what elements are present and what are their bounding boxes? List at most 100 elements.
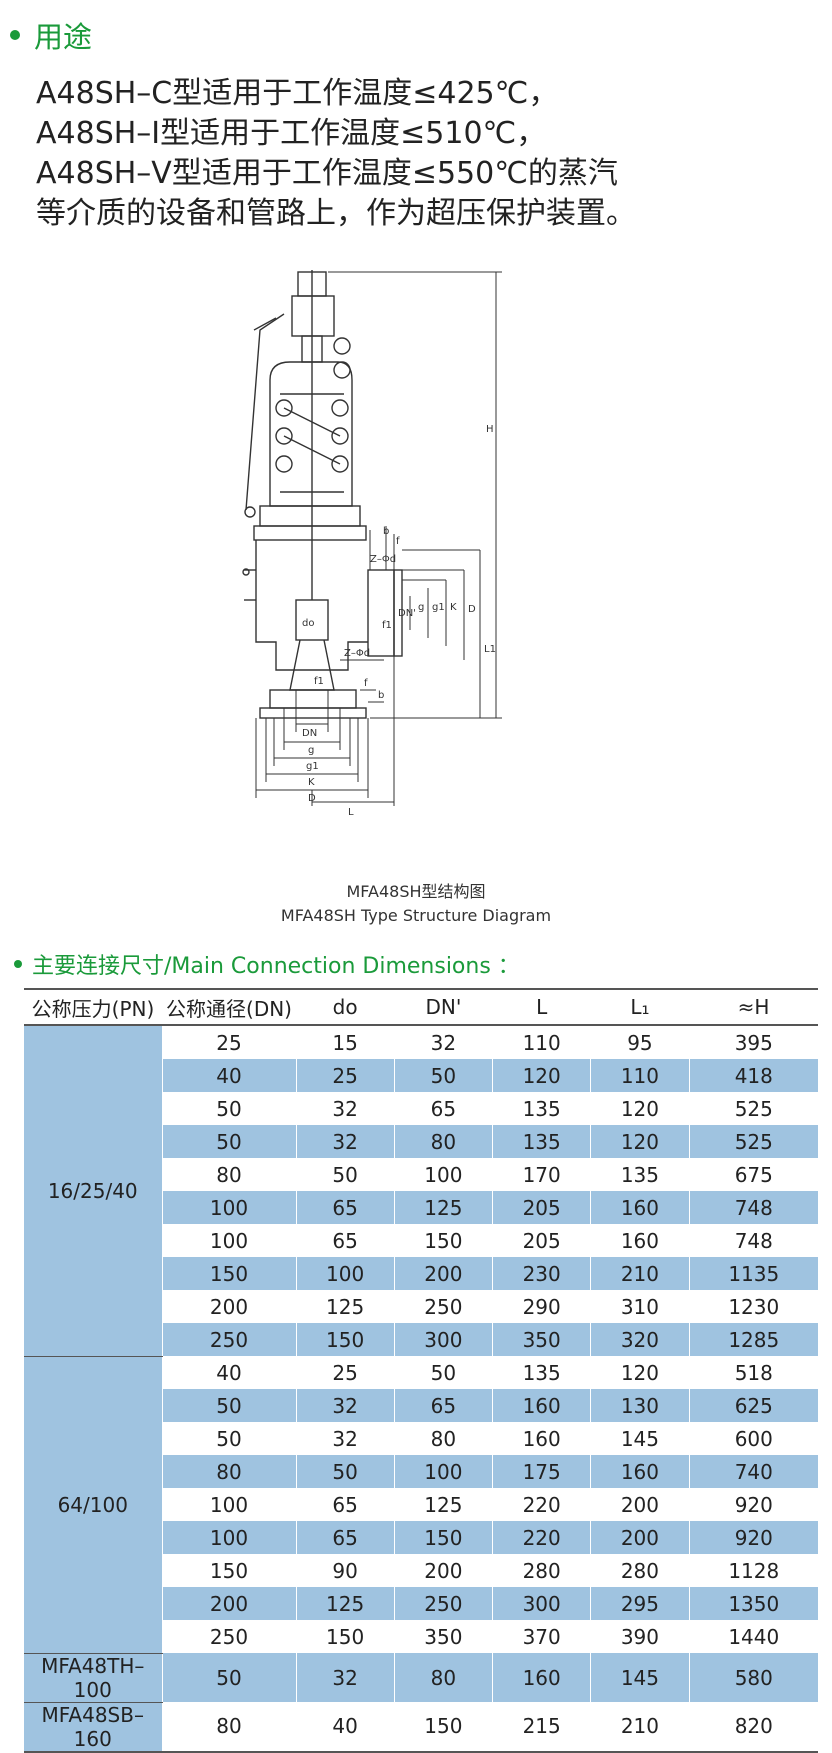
table-cell: 150: [295, 1620, 395, 1653]
table-cell: 95: [590, 1025, 690, 1059]
table-cell: 395: [688, 1025, 818, 1059]
table-cell: 32: [295, 1422, 395, 1455]
dim-label-g-right: g: [418, 602, 424, 613]
table-cell: 110: [492, 1025, 591, 1059]
table-cell: 80: [161, 1702, 296, 1753]
table-cell: 820: [688, 1702, 818, 1753]
pressure-group-cell: 64/100: [24, 1356, 162, 1654]
table-cell: 160: [492, 1389, 591, 1422]
table-cell: 290: [492, 1290, 591, 1323]
table-cell: 525: [688, 1092, 818, 1125]
table-cell: 210: [590, 1257, 690, 1290]
table-cell: 50: [295, 1158, 395, 1191]
table-cell: 200: [393, 1554, 493, 1587]
table-cell: 40: [295, 1702, 395, 1753]
bullet-icon: [10, 30, 20, 40]
col-header-l: L: [492, 988, 591, 1026]
table-cell: 100: [161, 1521, 296, 1554]
usage-title: 用途: [34, 20, 93, 54]
table-cell: 150: [393, 1224, 493, 1257]
dim-label-l1: L1: [484, 644, 496, 655]
diagram-caption: MFA48SH型结构图 MFA48SH Type Structure Diagr…: [0, 880, 832, 928]
table-cell: 350: [393, 1620, 493, 1653]
usage-line: A48SH–C型适用于工作温度≤425℃，: [36, 76, 559, 111]
table-cell: 125: [295, 1290, 395, 1323]
table-cell: 100: [393, 1158, 493, 1191]
table-cell: 200: [590, 1488, 690, 1521]
valve-structure-diagram: H L1 D K g g1 DN' f1 b f Z–Φd do Z–Φd f1…: [242, 270, 502, 818]
dim-label-zd-top: Z–Φd: [370, 554, 396, 565]
table-cell: 200: [161, 1290, 296, 1323]
table-cell: 580: [688, 1653, 818, 1702]
table-cell: 748: [688, 1191, 818, 1224]
col-header-pn: 公称压力(PN): [24, 988, 162, 1026]
table-cell: 350: [492, 1323, 591, 1356]
dim-label-zd-bottom: Z–Φd: [344, 648, 370, 659]
table-cell: 740: [688, 1455, 818, 1488]
table-cell: 120: [590, 1356, 690, 1389]
table-cell: 100: [161, 1488, 296, 1521]
table-cell: 50: [161, 1653, 296, 1702]
table-cell: 125: [295, 1587, 395, 1620]
table-cell: 125: [393, 1488, 493, 1521]
table-cell: 1350: [688, 1587, 818, 1620]
table-cell: 280: [590, 1554, 690, 1587]
dimensions-heading: 主要连接尺寸/Main Connection Dimensions ：: [14, 948, 520, 980]
table-cell: 1128: [688, 1554, 818, 1587]
table-cell: 160: [590, 1224, 690, 1257]
table-cell: 250: [393, 1290, 493, 1323]
table-cell: 120: [590, 1125, 690, 1158]
table-cell: 418: [688, 1059, 818, 1092]
table-cell: 220: [492, 1521, 591, 1554]
dim-label-b-top: b: [383, 526, 389, 537]
table-cell: 1135: [688, 1257, 818, 1290]
table-cell: 80: [393, 1653, 493, 1702]
table-cell: 920: [688, 1488, 818, 1521]
dim-label-dn: DN: [302, 728, 317, 739]
table-cell: 210: [590, 1702, 690, 1753]
table-cell: 65: [295, 1191, 395, 1224]
dim-label-dn-prime: DN': [398, 608, 416, 619]
table-cell: 205: [492, 1224, 591, 1257]
table-cell: 135: [492, 1356, 591, 1389]
table-cell: 125: [393, 1191, 493, 1224]
table-header-row: 公称压力(PN) 公称通径(DN) do DN' L L₁ ≈H: [24, 988, 818, 1026]
table-cell: 160: [492, 1653, 591, 1702]
caption-en: MFA48SH Type Structure Diagram: [280, 906, 552, 925]
col-header-h: ≈H: [689, 988, 818, 1026]
table-cell: 100: [161, 1224, 296, 1257]
table-cell: 280: [492, 1554, 591, 1587]
table-cell: 230: [492, 1257, 591, 1290]
table-cell: 675: [688, 1158, 818, 1191]
table-cell: 50: [161, 1389, 296, 1422]
dim-label-b-bottom: b: [378, 690, 384, 701]
table-cell: 160: [590, 1455, 690, 1488]
table-cell: 65: [295, 1224, 395, 1257]
usage-line: A48SH–V型适用于工作温度≤550℃的蒸汽: [36, 156, 618, 191]
table-cell: 390: [590, 1620, 690, 1653]
table-cell: 32: [295, 1389, 395, 1422]
col-header-dn-prime: DN': [394, 988, 493, 1026]
table-cell: 50: [161, 1422, 296, 1455]
table-cell: 65: [393, 1092, 493, 1125]
table-cell: 100: [393, 1455, 493, 1488]
dimensions-title: 主要连接尺寸/Main Connection Dimensions ：: [32, 954, 520, 979]
dim-label-g1: g1: [306, 761, 319, 772]
table-cell: 80: [161, 1455, 296, 1488]
table-cell: 50: [393, 1356, 493, 1389]
table-cell: 205: [492, 1191, 591, 1224]
table-cell: 32: [295, 1092, 395, 1125]
table-cell: 65: [393, 1389, 493, 1422]
